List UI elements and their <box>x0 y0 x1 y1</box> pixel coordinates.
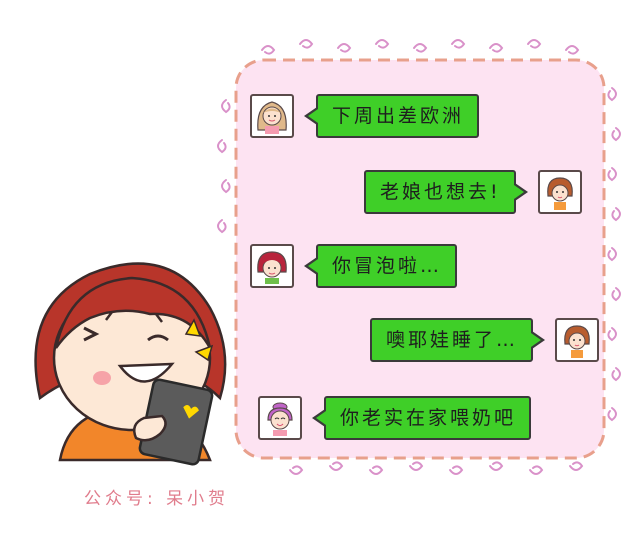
chat-bubble: 老娘也想去! <box>364 170 528 214</box>
chat-row: 噢耶娃睡了… <box>370 318 600 362</box>
brown-hair-girl-avatar <box>537 170 582 214</box>
purple-hair-girl-avatar <box>258 396 302 440</box>
watermark-text: 公众号: 呆小贺 <box>84 489 230 509</box>
mom-character-illustration <box>34 262 227 466</box>
chat-bubble: 下周出差欧洲 <box>303 94 480 138</box>
brown-hair-girl-avatar <box>555 318 600 362</box>
chat-row: 老娘也想去! <box>364 170 582 214</box>
curl-decorations <box>217 39 621 475</box>
chat-bubble: 你冒泡啦… <box>303 244 458 288</box>
chat-row: 你冒泡啦… <box>250 244 458 288</box>
chat-bubble: 噢耶娃睡了… <box>370 318 546 362</box>
chat-row: 你老实在家喂奶吧 <box>258 396 532 440</box>
chat-row: 下周出差欧洲 <box>250 94 480 138</box>
red-hair-girl-avatar <box>250 244 294 288</box>
long-hair-girl-avatar <box>250 94 294 138</box>
chat-bubble: 你老实在家喂奶吧 <box>311 396 532 440</box>
